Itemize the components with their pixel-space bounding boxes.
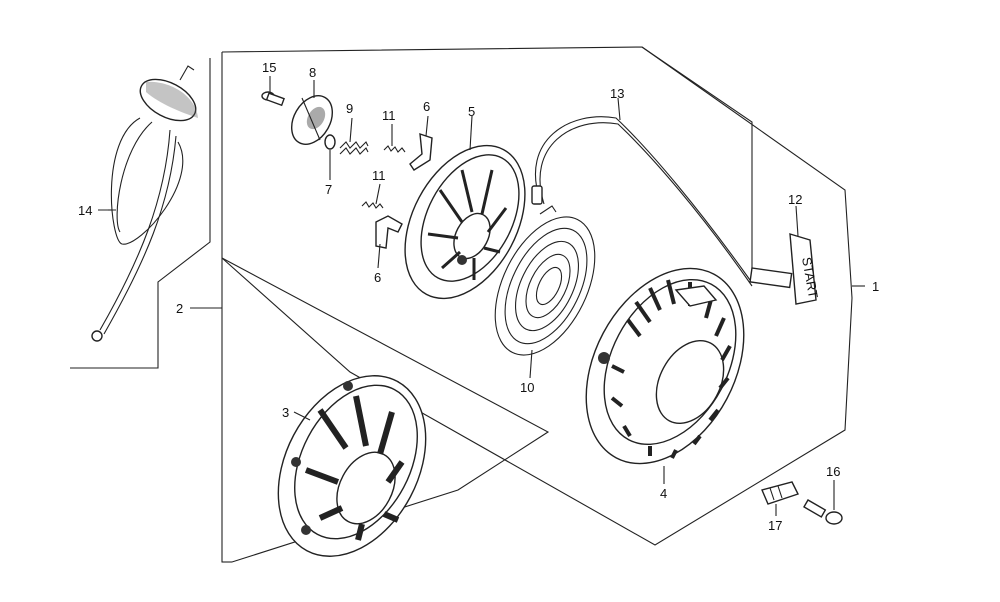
callout-labels: 1 2 3 4 5 6 6 7 8 9 10 11 11 12 13 14 15… bbox=[78, 60, 879, 533]
callout-13: 13 bbox=[610, 86, 624, 101]
part-15-bolt bbox=[261, 91, 285, 107]
part-14-grip-rope bbox=[91, 65, 198, 342]
callout-16: 16 bbox=[826, 464, 840, 479]
callout-17: 17 bbox=[768, 518, 782, 533]
callout-1: 1 bbox=[872, 279, 879, 294]
callout-4: 4 bbox=[660, 486, 667, 501]
callout-9: 9 bbox=[346, 101, 353, 116]
part-12-starter-handle: START bbox=[749, 233, 821, 305]
part-17-pin bbox=[761, 481, 799, 505]
part-16-bolt bbox=[803, 499, 843, 525]
part-4-starter-case bbox=[585, 267, 745, 465]
part-11-spring-upper bbox=[383, 145, 406, 153]
callout-6-upper: 6 bbox=[423, 99, 430, 114]
callout-12: 12 bbox=[788, 192, 802, 207]
part-9-spring bbox=[339, 141, 369, 155]
callout-10: 10 bbox=[520, 380, 534, 395]
callout-14: 14 bbox=[78, 203, 92, 218]
part-5-reel bbox=[404, 144, 526, 300]
leader-lines bbox=[98, 76, 835, 516]
part-3-fan-cover bbox=[277, 375, 427, 557]
part-8-friction-plate bbox=[291, 95, 333, 145]
part-13-rope bbox=[531, 116, 753, 287]
part-6-ratchet-upper bbox=[409, 132, 433, 171]
callout-7: 7 bbox=[325, 182, 332, 197]
callout-5: 5 bbox=[468, 104, 475, 119]
part-7-washer bbox=[324, 134, 336, 150]
callout-11-upper: 11 bbox=[382, 108, 396, 123]
part-10-spiral-spring bbox=[494, 205, 596, 356]
callout-8: 8 bbox=[309, 65, 316, 80]
callout-6-lower: 6 bbox=[374, 270, 381, 285]
callout-3: 3 bbox=[282, 405, 289, 420]
callout-11-lower: 11 bbox=[372, 168, 386, 183]
part-11-spring-lower bbox=[361, 201, 384, 209]
callout-15: 15 bbox=[262, 60, 276, 75]
part-6-ratchet-lower bbox=[375, 215, 403, 249]
handle-imprint-text: START bbox=[799, 256, 821, 299]
callout-2: 2 bbox=[176, 301, 183, 316]
assembly-boundary-lines bbox=[70, 46, 865, 563]
